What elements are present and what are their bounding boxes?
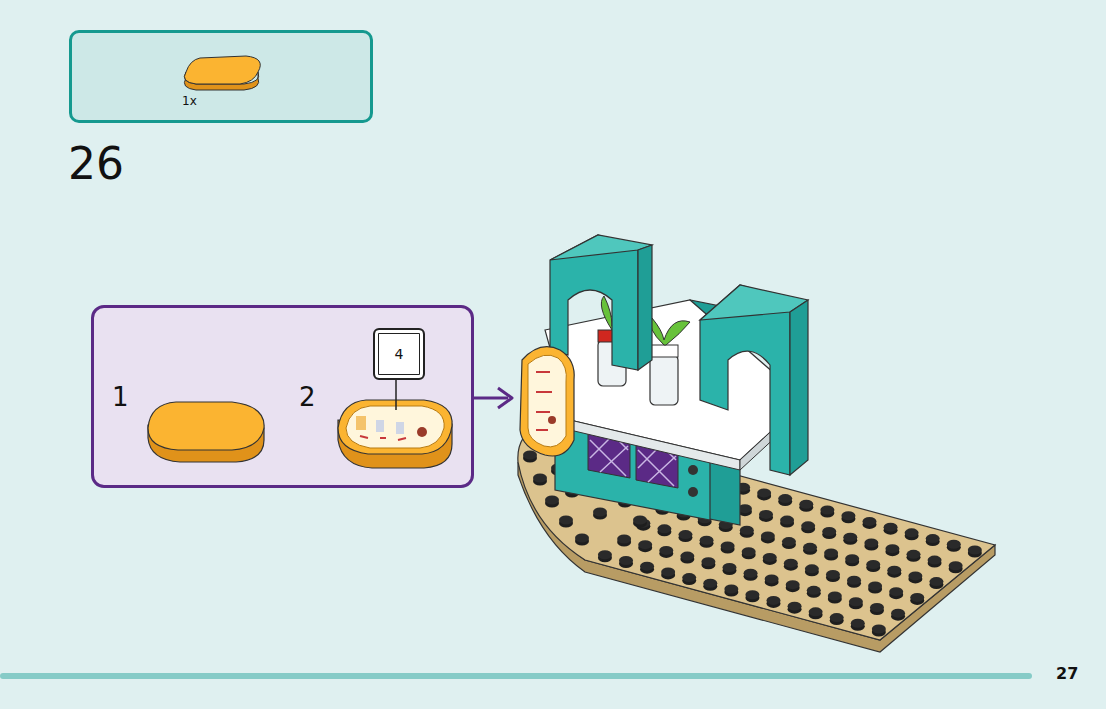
stud [721, 541, 735, 553]
stud [820, 506, 834, 518]
stud [722, 563, 736, 575]
stud [657, 524, 671, 536]
stud [885, 544, 899, 556]
stud [761, 531, 775, 543]
stud [765, 574, 779, 586]
substep-number: 2 [299, 384, 316, 410]
stud [745, 590, 759, 602]
stud [866, 560, 880, 572]
step-number: 26 [68, 142, 124, 186]
stud [847, 576, 861, 588]
stud [870, 603, 884, 615]
stud [766, 596, 780, 608]
stud [868, 581, 882, 593]
stud [682, 573, 696, 585]
stud [659, 546, 673, 558]
callout-box: 1 2 4 [91, 305, 474, 488]
stud [928, 556, 942, 568]
stud [887, 566, 901, 578]
stud [640, 562, 654, 574]
stud [742, 547, 756, 559]
stud [849, 597, 863, 609]
stud [864, 538, 878, 550]
stud [598, 550, 612, 562]
stud [851, 619, 865, 631]
sticker-number: 4 [395, 347, 404, 361]
stud [947, 540, 961, 552]
stud [701, 557, 715, 569]
stud [782, 537, 796, 549]
footer-bar [0, 673, 1032, 679]
stud [907, 550, 921, 562]
stud [799, 500, 813, 512]
stud [703, 579, 717, 591]
page-number: 27 [1056, 666, 1078, 682]
parts-box: 1x [69, 30, 373, 123]
stud [910, 593, 924, 605]
stud [908, 571, 922, 583]
stud [533, 474, 547, 486]
stud [617, 534, 631, 546]
stud [633, 516, 647, 528]
sticker-box: 4 [373, 328, 425, 380]
stud [926, 534, 940, 546]
stud [593, 508, 607, 520]
stud [801, 521, 815, 533]
leader-line [395, 380, 397, 410]
stud [862, 517, 876, 529]
stud [929, 577, 943, 589]
stud [678, 530, 692, 542]
parts-box-fill [71, 32, 373, 123]
stud [680, 552, 694, 564]
stud [822, 527, 836, 539]
stud [905, 528, 919, 540]
stud [807, 586, 821, 598]
tile-part [148, 402, 264, 462]
stud [784, 559, 798, 571]
part-count: 1x [182, 95, 197, 107]
callout-fill [93, 307, 473, 487]
stud [889, 587, 903, 599]
stud [824, 549, 838, 561]
stud [884, 523, 898, 535]
stud [891, 609, 905, 621]
stud [826, 570, 840, 582]
stud [619, 556, 633, 568]
stud [830, 613, 844, 625]
stud [786, 580, 800, 592]
stud [778, 494, 792, 506]
stud [845, 554, 859, 566]
stud [841, 511, 855, 523]
stud [638, 540, 652, 552]
stud [809, 607, 823, 619]
stud [968, 545, 982, 557]
stud [780, 516, 794, 528]
stud [788, 602, 802, 614]
stud [744, 569, 758, 581]
stud [661, 567, 675, 579]
stud [523, 451, 537, 463]
callout-arrow [474, 388, 512, 408]
tile-part [184, 56, 260, 90]
stud [559, 516, 573, 528]
stud [763, 553, 777, 565]
stud [545, 496, 559, 508]
stud [759, 510, 773, 522]
stud [757, 488, 771, 500]
stud [843, 533, 857, 545]
substep-number: 1 [112, 384, 129, 410]
stud [724, 585, 738, 597]
stud [949, 561, 963, 573]
model-illustration [518, 235, 995, 652]
stud [575, 534, 589, 546]
stud [740, 526, 754, 538]
stud [872, 624, 886, 636]
stud [805, 564, 819, 576]
stud [828, 592, 842, 604]
stud [803, 543, 817, 555]
stud [700, 536, 714, 548]
stickered-tile [338, 400, 452, 468]
